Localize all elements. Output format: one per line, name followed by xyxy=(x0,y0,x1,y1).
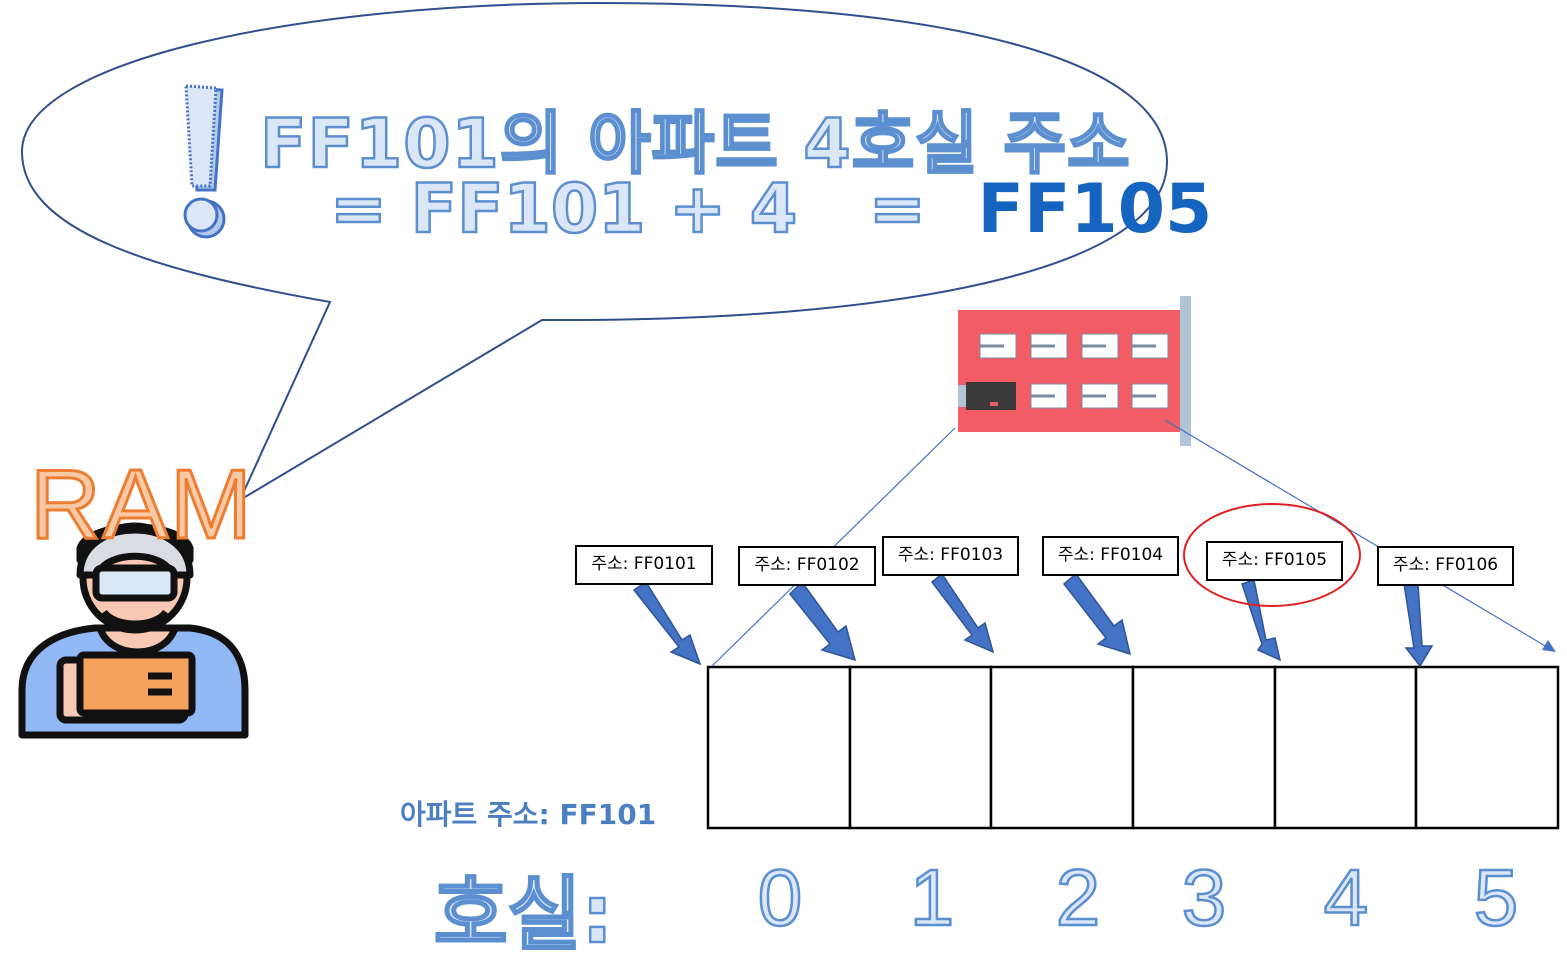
memory-cell-0 xyxy=(706,665,852,830)
speech-bubble xyxy=(20,1,1169,503)
address-box-2: 주소: FF0103 xyxy=(882,536,1019,576)
pointer-arrow-0 xyxy=(632,580,702,666)
bubble-title: FF101의 아파트 4호실 주소 xyxy=(259,104,1131,186)
room-number-2: 2 xyxy=(1055,852,1102,944)
pointer-arrow-2 xyxy=(930,572,995,654)
room-number-5: 5 xyxy=(1473,852,1520,944)
pointer-arrow-1 xyxy=(788,580,857,662)
memory-cell-1 xyxy=(848,665,993,830)
memory-cells xyxy=(706,665,1560,830)
pointer-arrow-4 xyxy=(1241,579,1282,662)
address-box-4: 주소: FF0105 xyxy=(1206,541,1343,581)
room-number-3: 3 xyxy=(1181,852,1228,944)
address-box-0: 주소: FF0101 xyxy=(575,545,713,585)
bubble-equation-expression: = FF101 + 4 xyxy=(329,169,799,251)
apartment-building-icon xyxy=(958,296,1191,446)
pointer-arrow-3 xyxy=(1062,572,1132,656)
room-number-4: 4 xyxy=(1323,852,1370,944)
memory-cell-5 xyxy=(1414,665,1560,830)
developer-user-icon xyxy=(18,522,249,739)
room-number-1: 1 xyxy=(909,852,956,944)
memory-cell-2 xyxy=(989,665,1135,830)
zoom-line-right xyxy=(1164,419,1553,651)
zoom-line-right-arrowhead xyxy=(1542,640,1556,652)
pointer-arrow-5 xyxy=(1403,583,1434,668)
room-number-0: 0 xyxy=(757,852,804,944)
highlight-circle xyxy=(1183,503,1361,607)
bubble-equation: = FF101 + 4 = FF105 xyxy=(329,169,1213,251)
memory-cell-4 xyxy=(1273,665,1418,830)
apartment-address-label: 아파트 주소: FF101 xyxy=(400,798,657,831)
ram-label: RAM xyxy=(29,448,254,561)
room-title: 호실: xyxy=(433,867,615,963)
bubble-equation-equals: = xyxy=(868,169,927,251)
bubble-equation-result: FF105 xyxy=(977,170,1213,249)
address-box-1: 주소: FF0102 xyxy=(738,546,876,586)
address-box-5: 주소: FF0106 xyxy=(1377,546,1514,586)
address-box-3: 주소: FF0104 xyxy=(1042,536,1179,576)
memory-cell-3 xyxy=(1131,665,1277,830)
exclamation-icon xyxy=(183,84,226,239)
